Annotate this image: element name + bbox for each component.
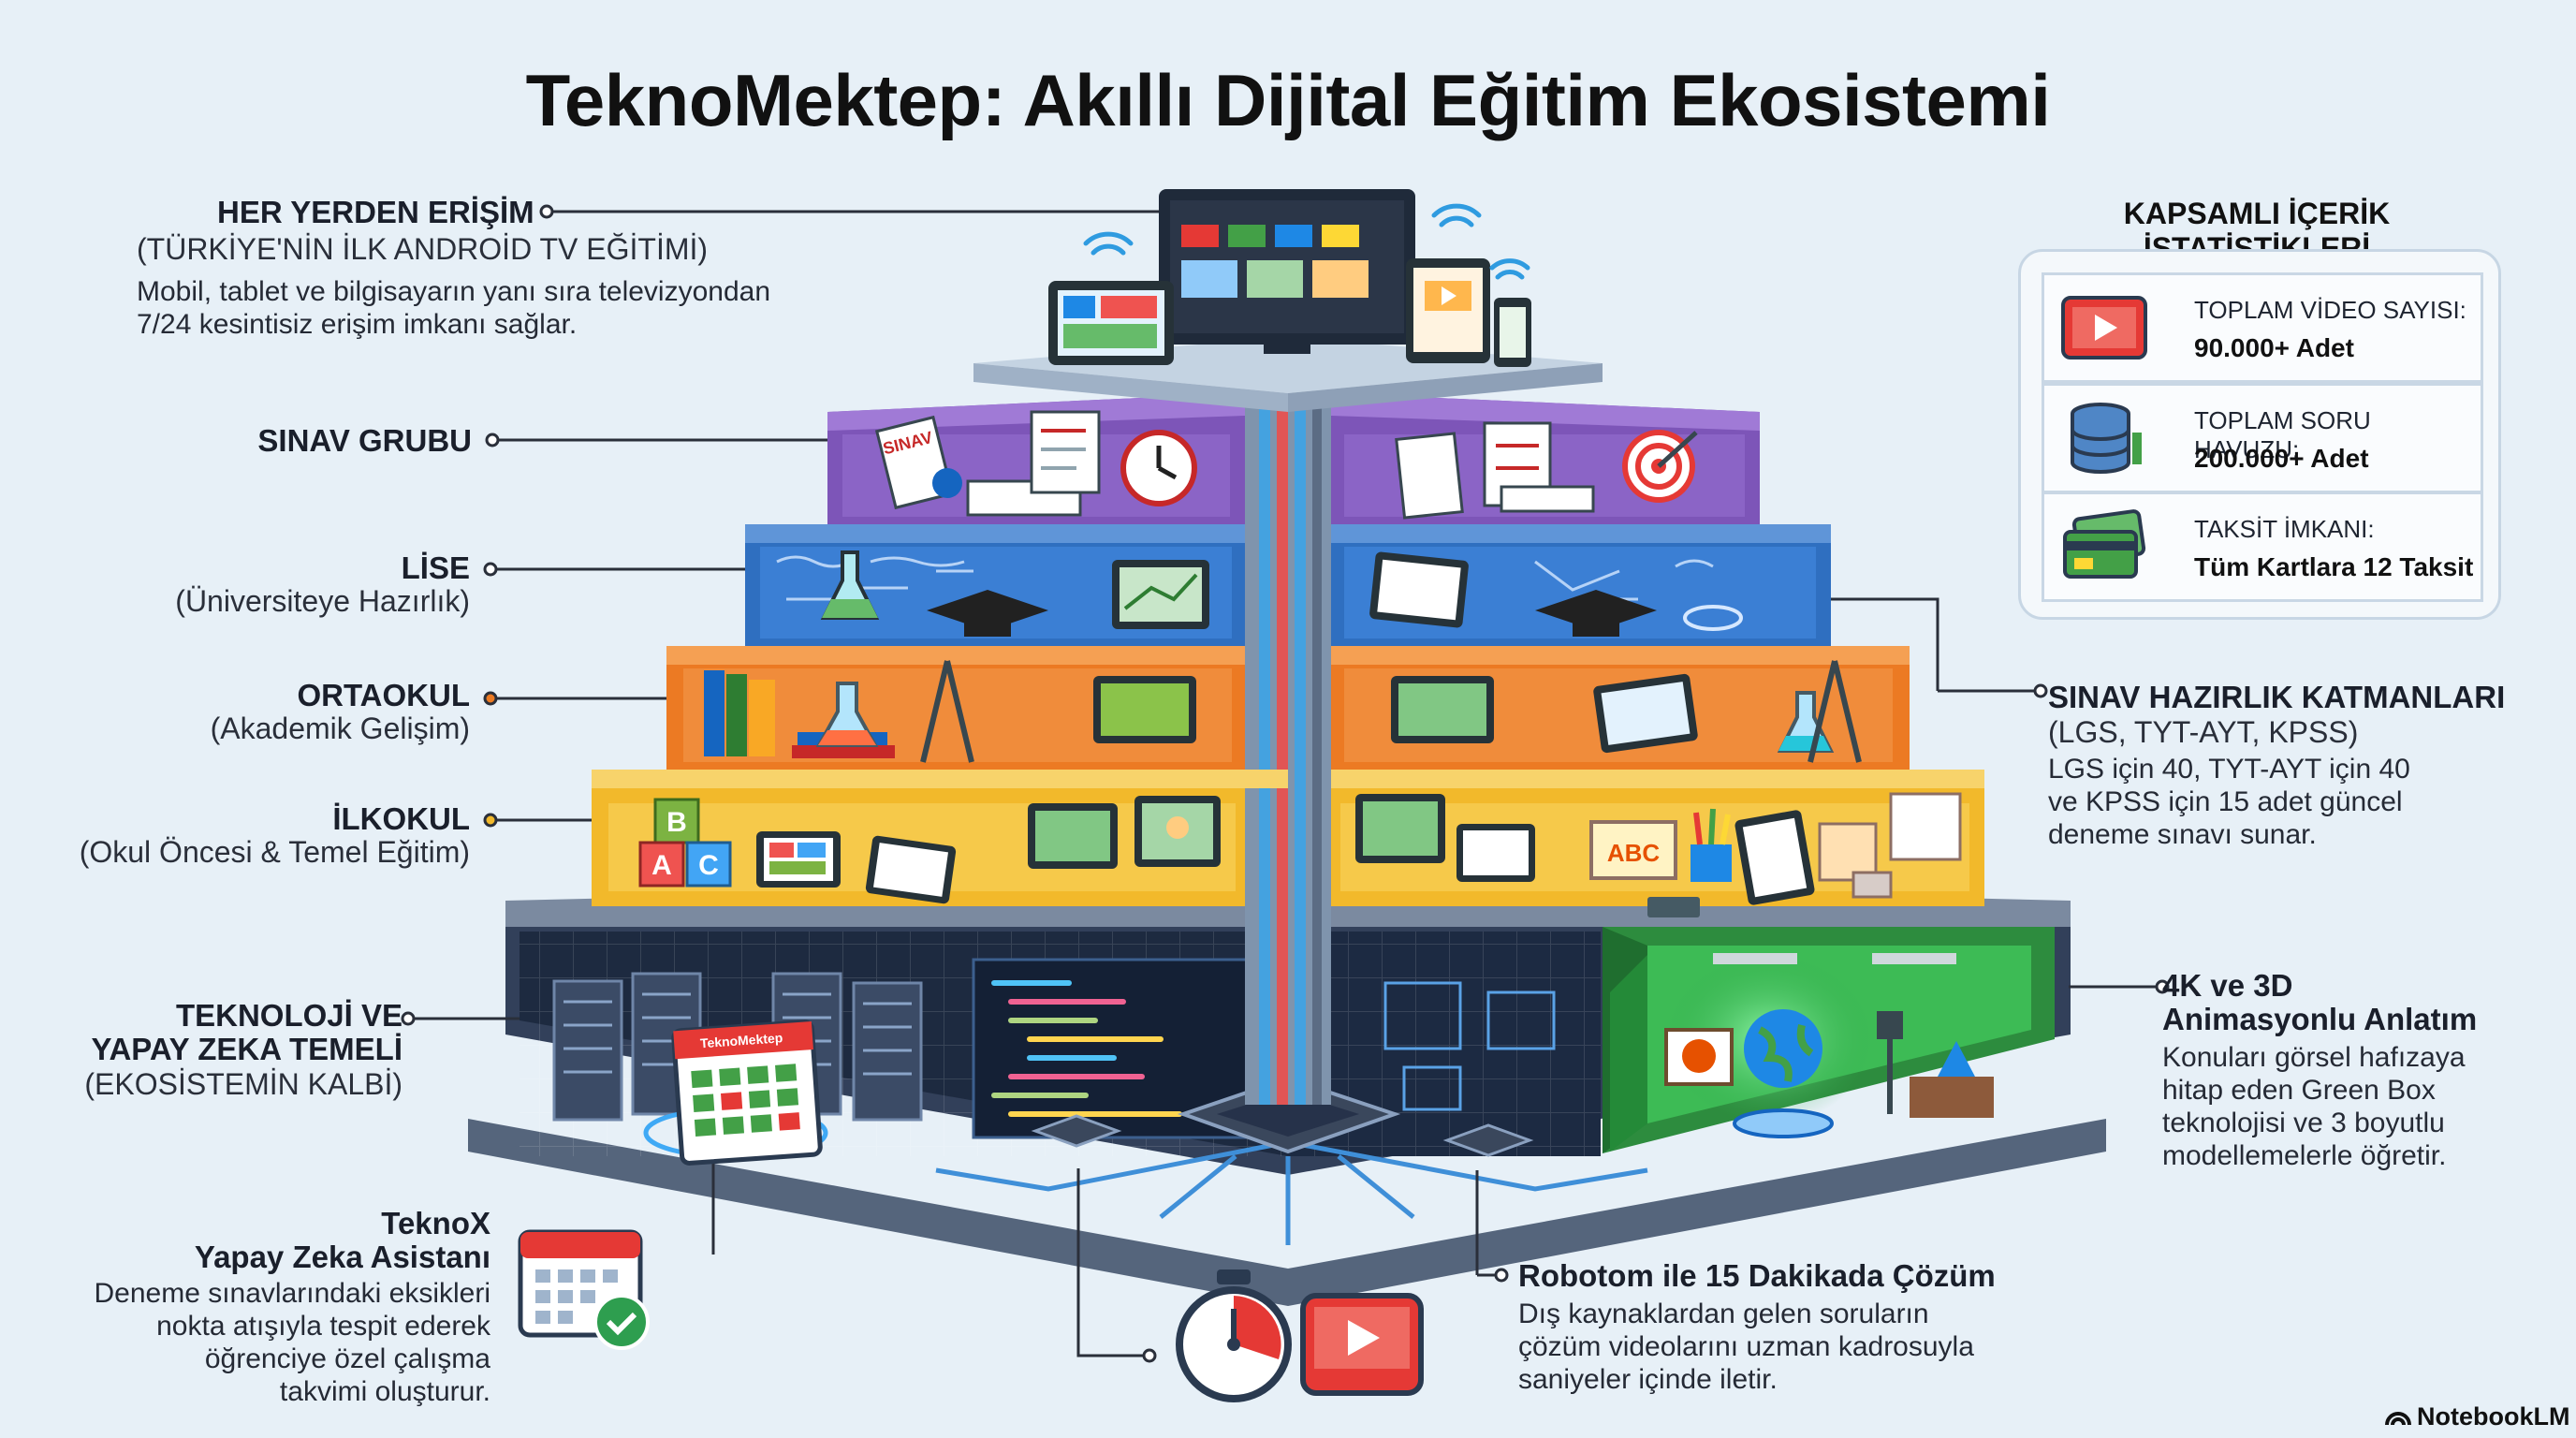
ortaokul-subtitle: (Akademik Gelişim) <box>210 712 470 745</box>
tech-subtitle: (EKOSİSTEMİN KALBİ) <box>84 1067 402 1101</box>
hologram-panels <box>1383 981 1556 1111</box>
svg-text:B: B <box>666 807 687 838</box>
access-desc-2: 7/24 kesintisiz erişim imkanı sağlar. <box>137 309 578 340</box>
lise-layer <box>745 524 1831 646</box>
access-subtitle: (TÜRKİYE'NİN İLK ANDROİD TV EĞİTİMİ) <box>137 232 709 266</box>
layers-desc-1: LGS için 40, TYT-AYT için 40 <box>2048 754 2410 785</box>
animation-desc-1: Konuları görsel hafızaya <box>2162 1042 2466 1073</box>
brand-label: NotebookLM <box>2417 1402 2570 1431</box>
devices-platform <box>973 189 1603 412</box>
green-box-studio <box>1603 927 2055 1153</box>
stat-label-questions: TOPLAM SORU HAVUZU: <box>2194 406 2371 463</box>
central-spine <box>1245 393 1331 1105</box>
abc-blocks: B A C <box>638 798 732 888</box>
svg-text:A: A <box>651 850 672 881</box>
stat-value-videos: 90.000+ Adet <box>2194 333 2354 362</box>
stat-row-questions: TOPLAM SORU HAVUZU: 200.000+ Adet <box>2042 383 2483 493</box>
stopwatch-icon <box>1176 1269 1292 1402</box>
exam-title: SINAV GRUBU <box>257 423 472 458</box>
connector-dots <box>401 204 2170 1363</box>
page-title: TeknoMektep: Akıllı Dijital Eğitim Ekosi… <box>525 59 2051 141</box>
lise-subtitle: (Üniversiteye Hazırlık) <box>175 584 470 618</box>
circuit-traces <box>935 1139 1648 1245</box>
ai-assistant-desc-2: nokta atışıyla tespit ederek <box>156 1311 490 1342</box>
animation-title-2: Animasyonlu Anlatım <box>2162 1002 2478 1036</box>
stat-value-installment: Tüm Kartlara 12 Taksit <box>2194 552 2474 581</box>
ai-calendar-illustration: TeknoMektep <box>643 1020 828 1166</box>
layers-desc-2: ve KPSS için 15 adet güncel <box>2048 786 2403 817</box>
layers-title: SINAV HAZIRLIK KATMANLARI <box>2048 680 2506 714</box>
stat-label-videos: TOPLAM VİDEO SAYISI: <box>2194 296 2466 324</box>
robot-title: Robotom ile 15 Dakikada Çözüm <box>1518 1258 1996 1293</box>
stat-row-videos: TOPLAM VİDEO SAYISI: 90.000+ Adet <box>2042 272 2483 383</box>
stat-value-questions: 200.000+ Adet <box>2194 444 2369 473</box>
base-layer <box>468 882 2106 1306</box>
stat-row-installment: TAKSİT İMKANI: Tüm Kartlara 12 Taksit <box>2042 492 2483 602</box>
brand-watermark: NotebookLM <box>2385 1402 2569 1431</box>
stats-panel: TOPLAM VİDEO SAYISI: 90.000+ Adet TOPLAM… <box>2018 249 2501 620</box>
tech-title-2: YAPAY ZEKA TEMELİ <box>91 1032 402 1066</box>
ai-assistant-title-2: Yapay Zeka Asistanı <box>194 1240 490 1274</box>
access-desc-1: Mobil, tablet ve bilgisayarın yanı sıra … <box>137 276 771 307</box>
credit-card-icon <box>2063 509 2146 579</box>
abc-board-label: ABC <box>1607 839 1661 867</box>
lise-title: LİSE <box>401 550 470 585</box>
animation-title-1: 4K ve 3D <box>2162 968 2293 1003</box>
connector-lines <box>408 210 2162 1357</box>
animation-desc-4: modellemelerle öğretir. <box>2162 1140 2447 1171</box>
calendar-header-label: TeknoMektep <box>699 1030 783 1050</box>
ortaokul-title: ORTAOKUL <box>297 678 470 712</box>
access-title: HER YERDEN ERİŞİM <box>217 195 534 229</box>
video-play-icon <box>1300 1293 1424 1396</box>
ortaokul-layer <box>666 646 1910 770</box>
layers-subtitle: (LGS, TYT-AYT, KPSS) <box>2048 715 2359 749</box>
stat-label-installment: TAKSİT İMKANI: <box>2194 515 2375 543</box>
animation-desc-3: teknolojisi ve 3 boyutlu <box>2162 1108 2445 1138</box>
robot-desc-2: çözüm videolarını uzman kadrosuyla <box>1518 1331 1974 1362</box>
database-icon <box>2071 403 2142 474</box>
ai-assistant-desc-4: takvimi oluşturur. <box>279 1376 490 1407</box>
ai-assistant-desc-3: öğrenciye özel çalışma <box>204 1343 490 1374</box>
ai-assistant-title-1: TeknoX <box>381 1206 490 1240</box>
video-icon <box>2061 296 2147 360</box>
layers-desc-3: deneme sınavı sunar. <box>2048 819 2317 850</box>
robot-desc-1: Dış kaynaklardan gelen soruların <box>1518 1299 1929 1329</box>
svg-text:C: C <box>698 850 719 881</box>
calendar-check-icon <box>518 1229 650 1350</box>
ilkokul-layer: B A C ABC <box>592 770 1984 917</box>
ilkokul-title: İLKOKUL <box>332 801 470 836</box>
notebooklm-icon <box>2385 1412 2411 1426</box>
sinav-layer: SINAV <box>827 393 1760 524</box>
ai-assistant-desc-1: Deneme sınavlarındaki eksikleri <box>94 1278 490 1309</box>
tech-title-1: TEKNOLOJİ VE <box>175 998 402 1033</box>
animation-desc-2: hitap eden Green Box <box>2162 1075 2436 1106</box>
robot-desc-3: saniyeler içinde iletir. <box>1518 1364 1778 1395</box>
ilkokul-subtitle: (Okul Öncesi & Temel Eğitim) <box>79 835 470 869</box>
